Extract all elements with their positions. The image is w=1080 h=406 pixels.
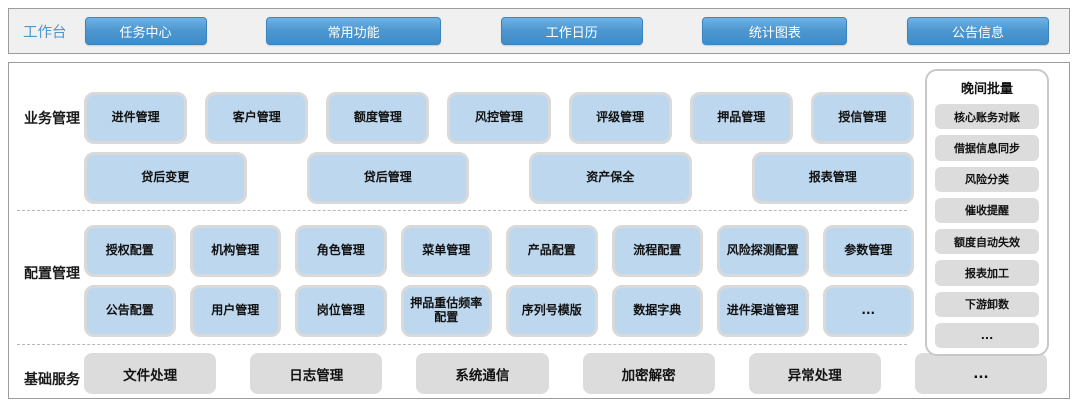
batch-item[interactable]: 下游卸数	[935, 291, 1039, 317]
workbench-label: 工作台	[23, 24, 67, 41]
topbar-button-common-functions[interactable]: 常用功能	[266, 17, 442, 45]
service-card[interactable]: 加密解密	[582, 353, 715, 394]
module-card[interactable]: 资产保全	[529, 152, 692, 204]
module-card[interactable]: 数据字典	[611, 285, 703, 337]
module-card[interactable]: 菜单管理	[400, 225, 492, 277]
batch-item[interactable]: 额度自动失效	[935, 229, 1039, 255]
module-card[interactable]: 授信管理	[810, 92, 914, 144]
topbar-button-work-calendar[interactable]: 工作日历	[500, 17, 643, 45]
service-card[interactable]: 异常处理	[748, 353, 881, 394]
module-card[interactable]: 贷后管理	[306, 152, 469, 204]
section-divider	[17, 344, 907, 345]
module-card[interactable]: 额度管理	[326, 92, 430, 144]
topbar-button-task-center[interactable]: 任务中心	[84, 17, 207, 45]
module-card[interactable]: 评级管理	[568, 92, 672, 144]
service-card[interactable]: 文件处理	[84, 353, 217, 394]
topbar-button-statistics-charts[interactable]: 统计图表	[702, 17, 848, 45]
business-row-1: 进件管理 客户管理 额度管理 风控管理 评级管理 押品管理 授信管理	[84, 92, 914, 144]
module-card[interactable]: 风险探测配置	[717, 225, 809, 277]
section-divider	[17, 210, 907, 211]
workbench-topbar: 工作台 任务中心 常用功能 工作日历 统计图表 公告信息	[8, 8, 1070, 54]
module-card[interactable]: 进件管理	[84, 92, 188, 144]
section-label-business: 业务管理	[24, 111, 80, 127]
batch-item-more[interactable]: ...	[935, 322, 1039, 348]
module-card[interactable]: 客户管理	[205, 92, 309, 144]
module-card[interactable]: 机构管理	[189, 225, 281, 277]
service-card[interactable]: 日志管理	[250, 353, 383, 394]
module-card[interactable]: 押品管理	[689, 92, 793, 144]
batch-item[interactable]: 核心账务对账	[935, 104, 1039, 130]
batch-item[interactable]: 报表加工	[935, 260, 1039, 286]
night-batch-title: 晚间批量	[960, 82, 1013, 97]
module-card[interactable]: 角色管理	[295, 225, 387, 277]
module-card[interactable]: 公告配置	[84, 285, 176, 337]
night-batch-panel: 晚间批量 核心账务对账 借据信息同步 风险分类 催收提醒 额度自动失效 报表加工…	[925, 69, 1049, 356]
modules-panel: 业务管理 配置管理 基础服务 进件管理 客户管理 额度管理 风控管理 评级管理 …	[8, 62, 1070, 399]
module-card[interactable]: 报表管理	[751, 152, 914, 204]
section-label-config: 配置管理	[24, 266, 80, 282]
module-card[interactable]: 序列号模版	[506, 285, 598, 337]
batch-item[interactable]: 催收提醒	[935, 197, 1039, 223]
module-card[interactable]: 授权配置	[84, 225, 176, 277]
module-card[interactable]: 押品重估频率配置	[400, 285, 492, 337]
module-card[interactable]: 贷后变更	[84, 152, 247, 204]
config-row-1: 授权配置 机构管理 角色管理 菜单管理 产品配置 流程配置 风险探测配置 参数管…	[84, 225, 914, 277]
topbar-button-announcements[interactable]: 公告信息	[907, 17, 1049, 45]
module-card[interactable]: 流程配置	[611, 225, 703, 277]
section-label-base: 基础服务	[24, 372, 80, 388]
config-row-2: 公告配置 用户管理 岗位管理 押品重估频率配置 序列号模版 数据字典 进件渠道管…	[84, 285, 914, 337]
service-card-more[interactable]: ...	[914, 353, 1048, 394]
module-card[interactable]: 风控管理	[447, 92, 551, 144]
module-card[interactable]: 参数管理	[822, 225, 914, 277]
module-card-more[interactable]: ...	[822, 285, 914, 337]
batch-item[interactable]: 借据信息同步	[935, 135, 1039, 161]
service-card[interactable]: 系统通信	[416, 353, 549, 394]
module-card[interactable]: 用户管理	[189, 285, 281, 337]
business-row-2: 贷后变更 贷后管理 资产保全 报表管理	[84, 152, 914, 204]
module-card[interactable]: 进件渠道管理	[717, 285, 809, 337]
topbar-button-group: 任务中心 常用功能 工作日历 统计图表 公告信息	[67, 17, 1070, 45]
batch-item[interactable]: 风险分类	[935, 166, 1039, 192]
module-card[interactable]: 产品配置	[506, 225, 598, 277]
module-card[interactable]: 岗位管理	[295, 285, 387, 337]
base-services-row: 文件处理 日志管理 系统通信 加密解密 异常处理 ...	[84, 353, 1048, 394]
